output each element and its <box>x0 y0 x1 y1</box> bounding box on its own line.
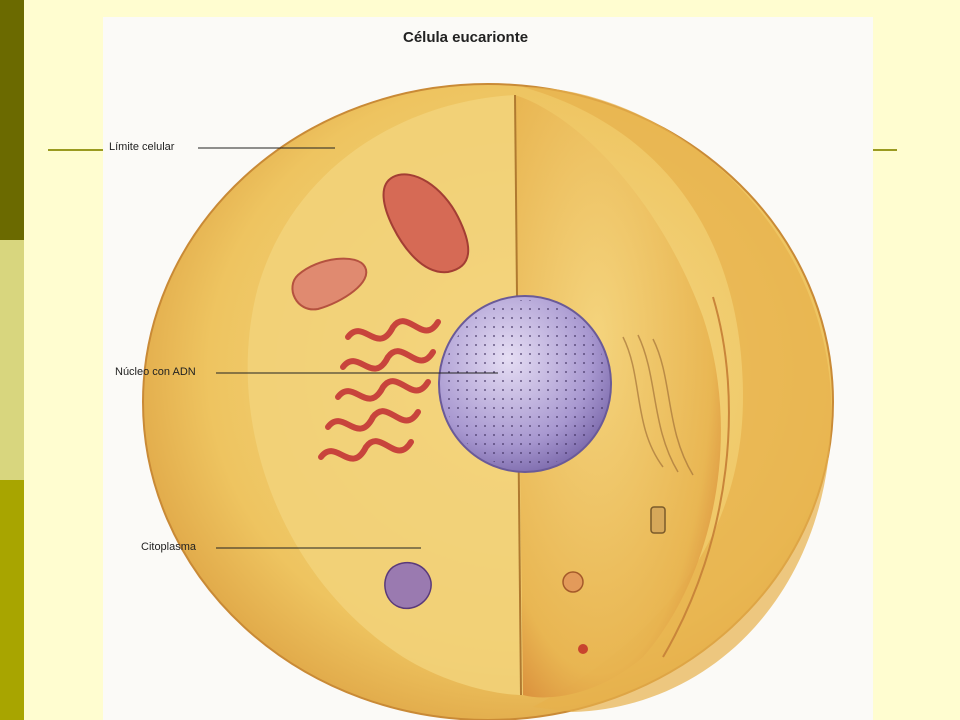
sidebar-accent-dark <box>0 0 24 240</box>
cell-drawing <box>142 83 834 720</box>
figure-title: Célula eucarionte <box>403 29 529 46</box>
centriole <box>650 506 666 534</box>
endoplasmic-reticulum <box>318 318 441 462</box>
cell-cut-face-right <box>515 95 721 698</box>
nuclear-pores <box>443 300 607 468</box>
vesicle <box>562 571 584 593</box>
sidebar-accent-light <box>0 240 24 480</box>
mitochondrion-large <box>382 173 470 274</box>
cell-outer-shell <box>523 87 832 712</box>
sidebar-accent-mid <box>0 480 24 720</box>
golgi-fragment <box>384 561 432 610</box>
title-rule-left <box>48 149 118 151</box>
cell-illustration: Célula eucarionte Límite celular Núcleo … <box>103 17 873 720</box>
label-cell-membrane: Límite celular <box>109 141 175 153</box>
label-cytoplasm: Citoplasma <box>141 541 197 553</box>
cell-rim-line <box>662 296 730 658</box>
cytoskeleton-strands <box>622 334 694 476</box>
vesicle-small <box>578 644 588 654</box>
mitochondrion-small <box>291 257 368 311</box>
title-rule-right <box>873 149 897 151</box>
label-nucleus: Núcleo con ADN <box>115 366 196 378</box>
